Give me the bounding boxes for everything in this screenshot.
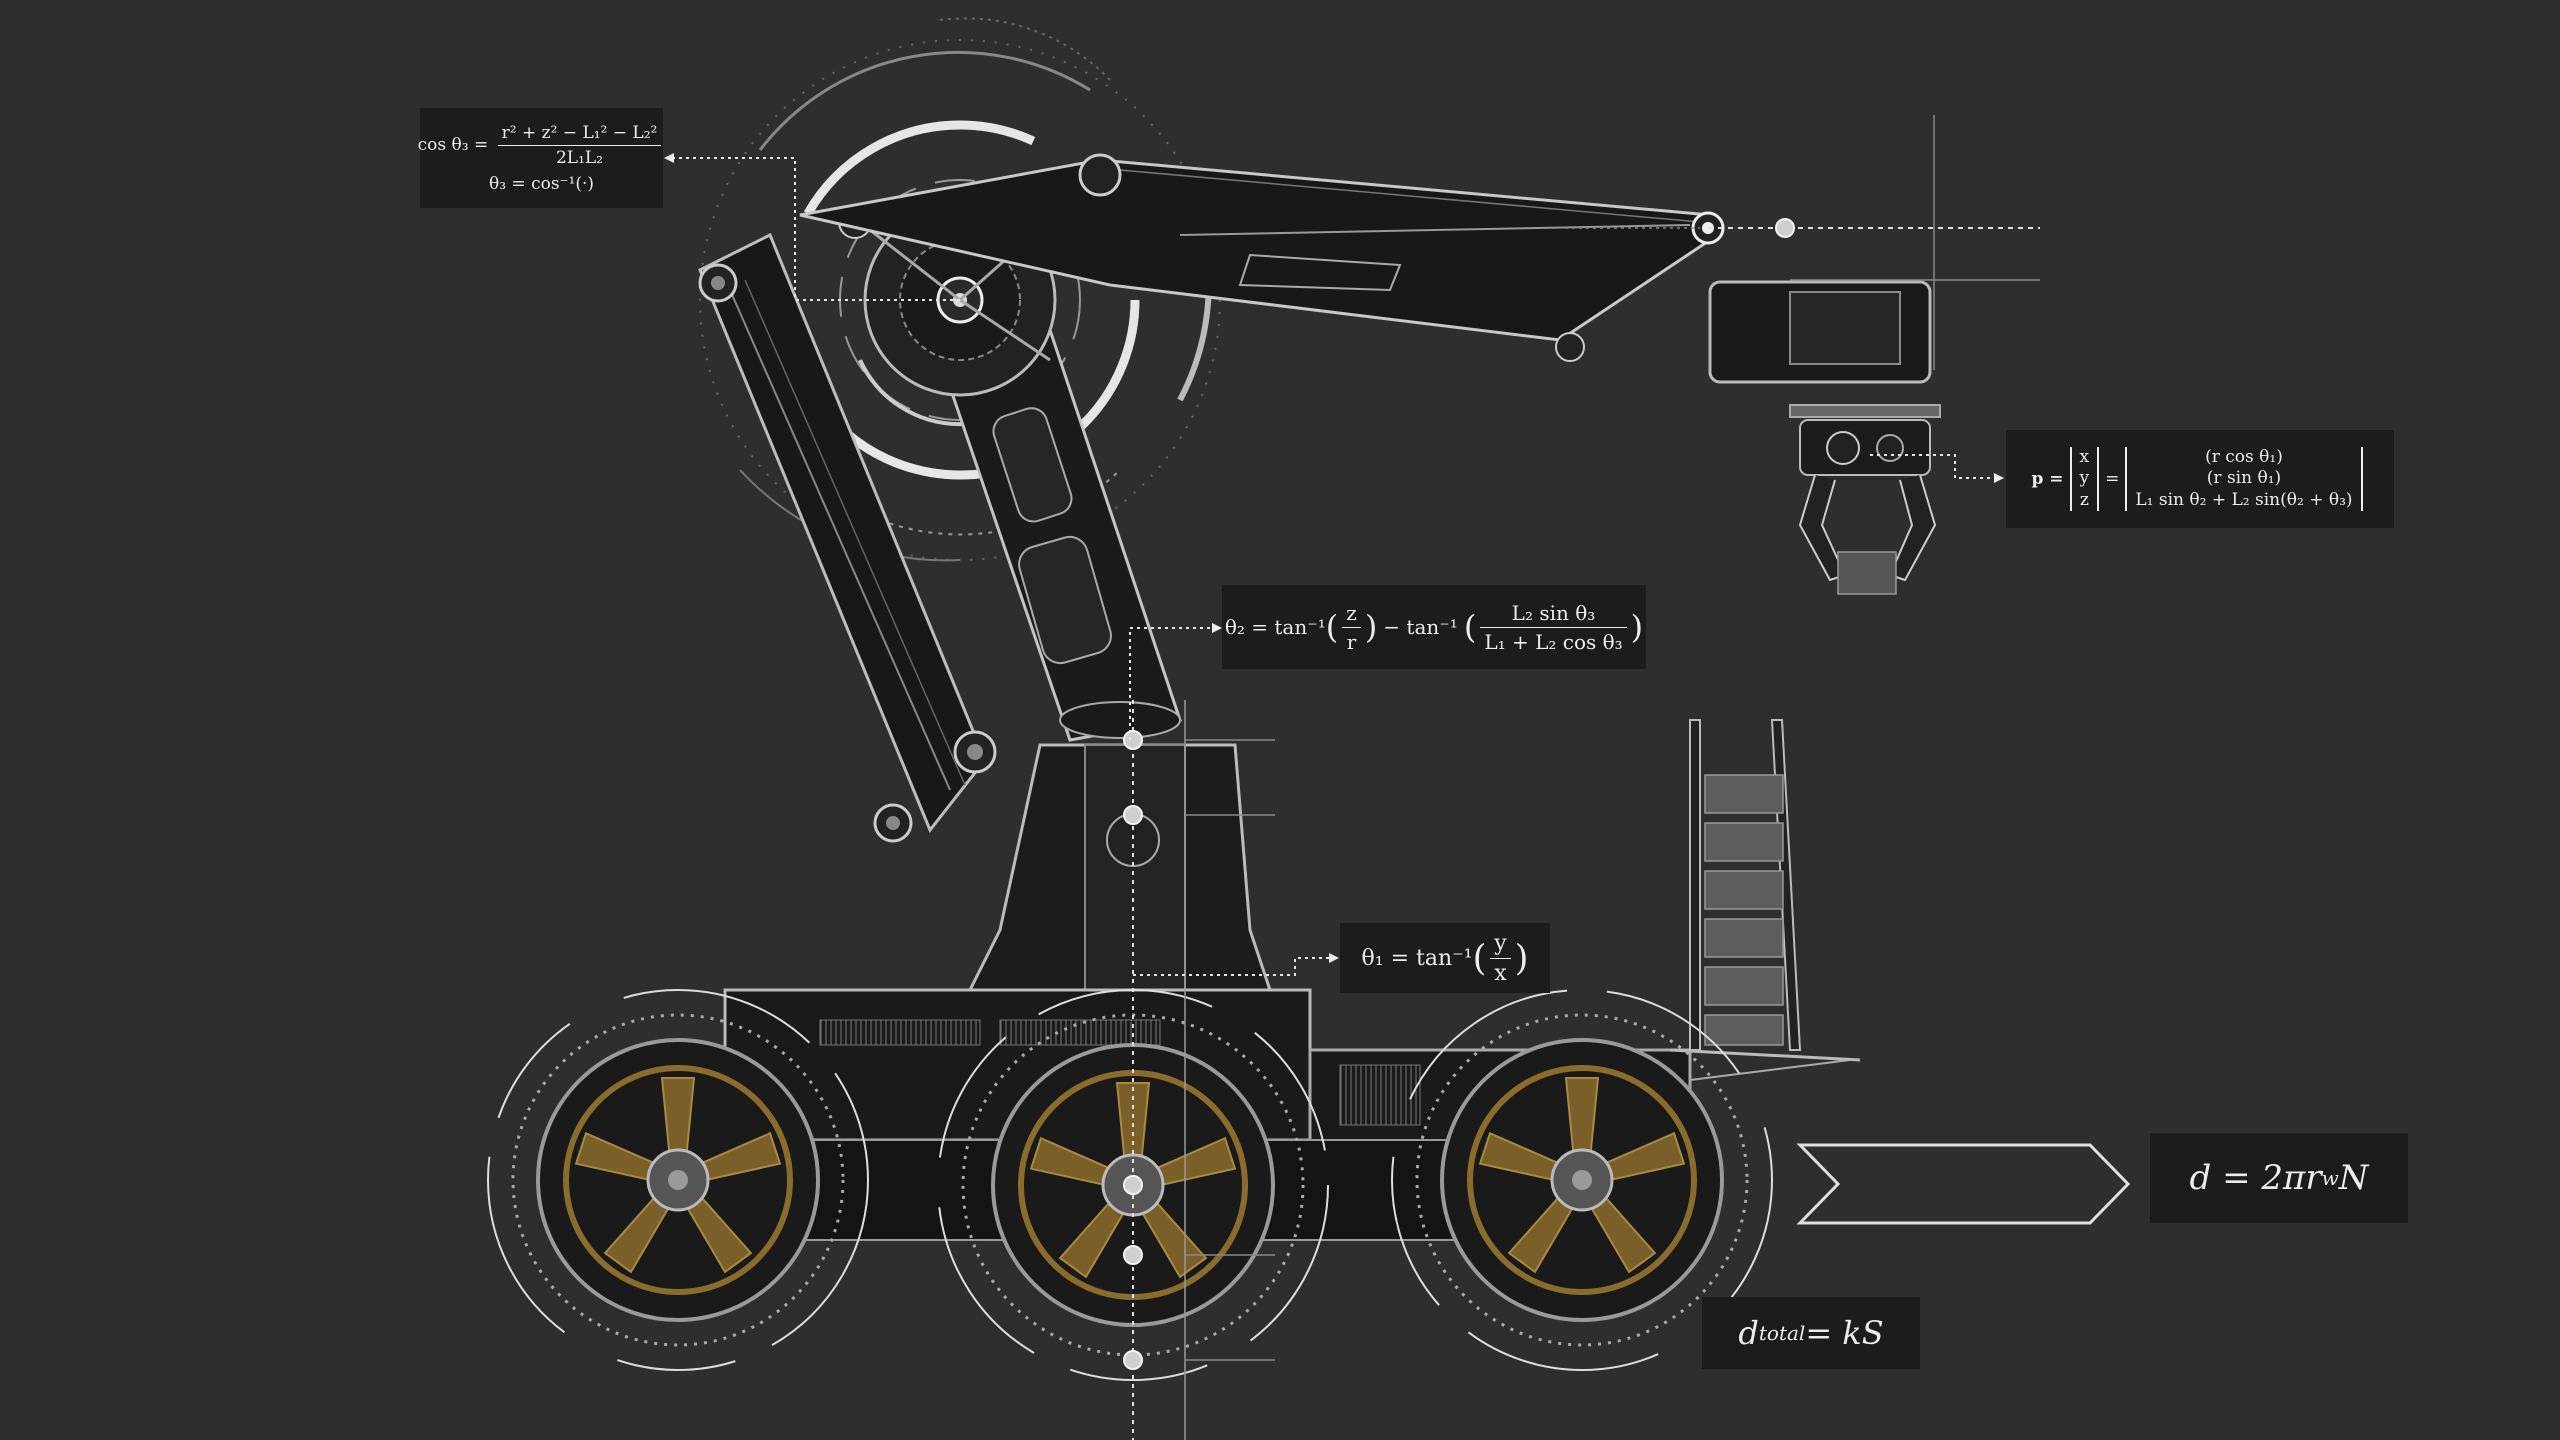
- theta1-lhs: θ₁ = tan⁻¹: [1361, 945, 1473, 971]
- joint-markers: [1123, 218, 1795, 1370]
- wheel-front: [1391, 989, 1773, 1371]
- theta2-frac1-den: r: [1346, 629, 1357, 654]
- theta3-lhs: cos θ₃ =: [417, 134, 489, 155]
- theta2-lhs: θ₂ = tan⁻¹: [1224, 615, 1326, 639]
- leader-arrows: [668, 157, 2000, 976]
- row-2: (r sin θ₁): [2206, 468, 2282, 489]
- rear-ladder: [1669, 719, 1861, 1062]
- total-main: d: [1738, 1314, 1759, 1352]
- forearm: [799, 153, 1725, 362]
- base-column: [967, 701, 1273, 992]
- row-3: L₁ sin θ₂ + L₂ sin(θ₂ + θ₃): [2135, 489, 2353, 510]
- theta3-numerator: r² + z² − L₁² − L₂²: [497, 123, 662, 146]
- position-lhs: p =: [2031, 469, 2064, 489]
- theta2-equation: θ₂ = tan⁻¹ ( z r ) − tan⁻¹ ( L₂ sin θ₃ L…: [1222, 585, 1646, 669]
- theta2-frac2-num: L₂ sin θ₃: [1480, 601, 1627, 628]
- position-matrix: (r cos θ₁) (r sin θ₁) L₁ sin θ₂ + L₂ sin…: [2125, 447, 2363, 511]
- theta2-frac2-den: L₁ + L₂ cos θ₃: [1484, 629, 1623, 654]
- theta2-frac1-num: z: [1342, 601, 1361, 628]
- joint-marker: [1123, 730, 1143, 750]
- row-1: (r cos θ₁): [2205, 447, 2283, 468]
- theta3-denominator: 2L₁L₂: [555, 147, 604, 168]
- vec-z: z: [2079, 489, 2089, 510]
- position-vector: x y z: [2069, 447, 2100, 511]
- vec-y: y: [2079, 468, 2090, 489]
- theta2-minus: − tan⁻¹: [1383, 615, 1458, 639]
- distance-tail: N: [2338, 1158, 2369, 1198]
- guide-lines: [1132, 115, 2040, 1440]
- distance-sub: w: [2321, 1166, 2339, 1190]
- theta3-equation: cos θ₃ = r² + z² − L₁² − L₂² 2L₁L₂ θ₃ = …: [417, 108, 663, 208]
- joint-marker: [1123, 1245, 1143, 1265]
- chevron-arrow-icon: [1796, 1143, 2131, 1225]
- theta1-equation: θ₁ = tan⁻¹ ( y x ): [1340, 923, 1550, 993]
- joint-marker: [1775, 218, 1795, 238]
- position-eq: =: [2105, 469, 2120, 489]
- joint-marker: [1123, 1175, 1143, 1195]
- lower-arm: [698, 232, 997, 843]
- total-tail: = kS: [1805, 1314, 1884, 1352]
- joint-marker: [1123, 805, 1143, 825]
- theta3-line2: θ₃ = cos⁻¹(·): [488, 173, 595, 194]
- total-sub: total: [1758, 1321, 1806, 1345]
- wheel-rear: [487, 989, 869, 1371]
- end-effector: [1708, 280, 1941, 595]
- theta1-frac-den: x: [1494, 960, 1507, 986]
- joint-marker: [1123, 1350, 1143, 1370]
- vec-x: x: [2079, 447, 2090, 468]
- arrow-heads: [664, 153, 2004, 963]
- theta1-frac-num: y: [1490, 931, 1511, 959]
- position-equation: p = x y z = (r cos θ₁) (r sin θ₁) L₁ sin…: [2006, 430, 2394, 528]
- distance-main: d = 2πr: [2189, 1158, 2322, 1198]
